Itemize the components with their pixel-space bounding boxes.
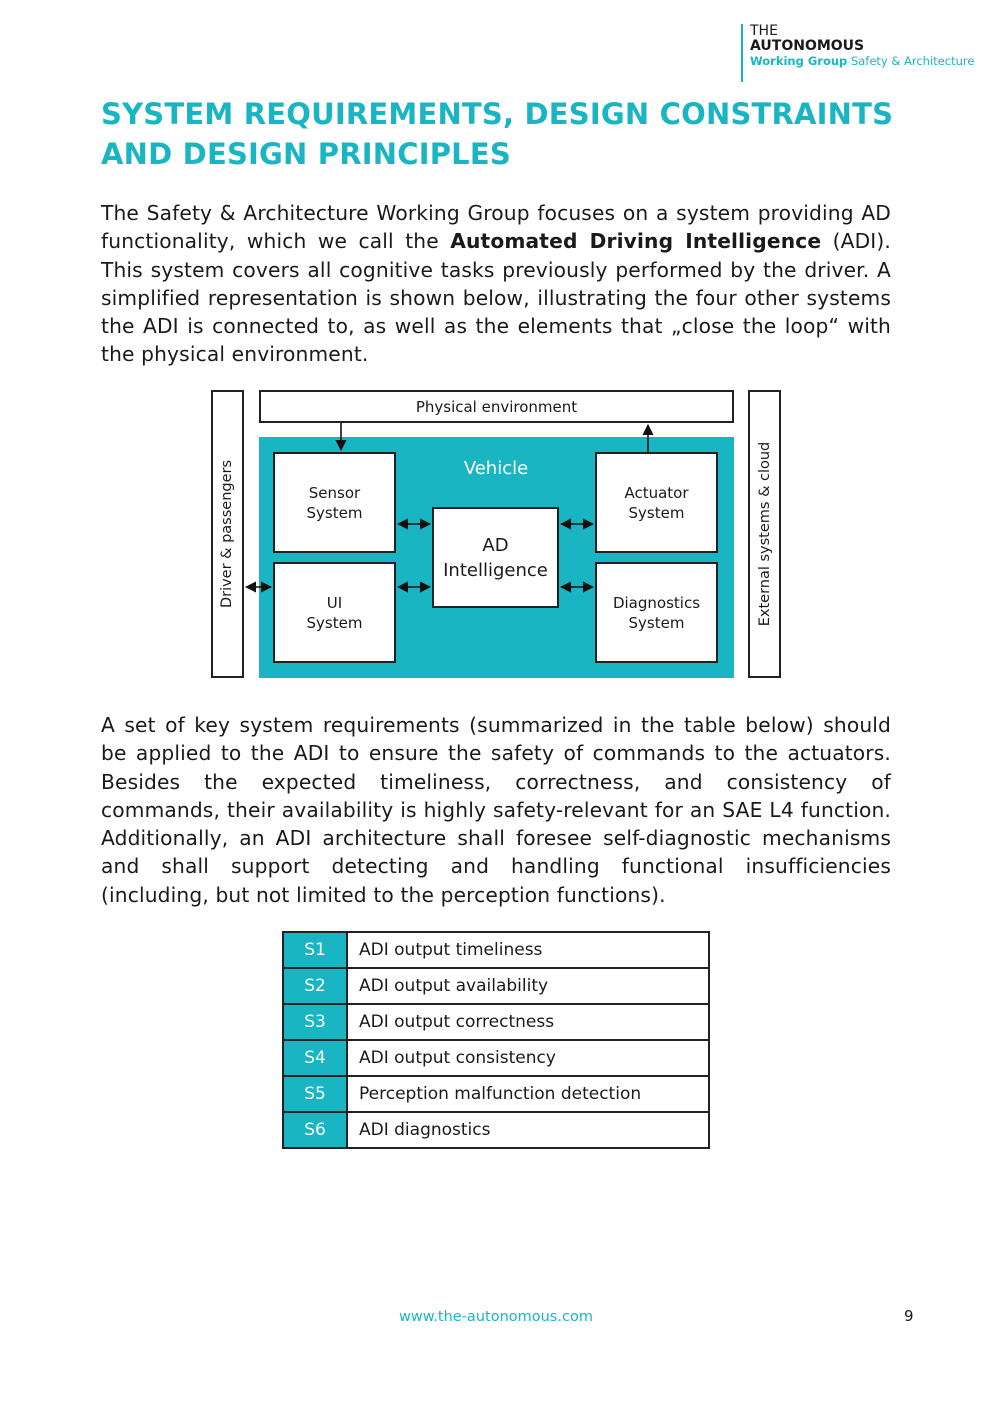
requirement-description: Perception malfunction detection [346,1075,710,1113]
logo-line-3: Working Group Safety & Architecture [750,54,974,69]
requirement-description: ADI output availability [346,967,710,1005]
requirement-code: S4 [282,1039,348,1077]
diagnostics-system-box: Diagnostics System [595,562,718,663]
intro-text-after: (ADI). This system covers all cognitive … [101,229,891,367]
page-title: SYSTEM REQUIREMENTS, DESIGN CONSTRAINTS … [101,97,894,171]
requirement-code: S2 [282,967,348,1005]
requirement-description: ADI output correctness [346,1003,710,1041]
logo-subtitle: Safety & Architecture [847,54,975,68]
requirements-paragraph: A set of key system requirements (summar… [101,713,891,907]
logo-line-1: THE [750,23,778,39]
logo: THE AUTONOMOUS Working Group Safety & Ar… [741,24,974,82]
ad-intelligence-box: AD Intelligence [432,507,559,608]
requirement-description: ADI diagnostics [346,1111,710,1149]
intro-text-before: The Safety & Architecture Working Group … [101,201,891,254]
page-number: 9 [904,1307,914,1325]
actuator-system-box: Actuator System [595,452,718,553]
external-systems-box [748,390,781,678]
requirement-code: S6 [282,1111,348,1149]
ui-system-box: UI System [273,562,396,663]
sensor-system-box: Sensor System [273,452,396,553]
architecture-diagram: Driver & passengers External systems & c… [211,390,781,678]
requirement-description: ADI output consistency [346,1039,710,1077]
requirement-code: S3 [282,1003,348,1041]
requirement-description: ADI output timeliness [346,931,710,969]
intro-bold-term: Automated Driving Intelligence [450,229,822,254]
vehicle-label: Vehicle [463,458,529,479]
diagram-arrows [244,423,654,593]
requirement-code: S1 [282,931,348,969]
logo-line-2: AUTONOMOUS [750,38,865,54]
logo-working-group: Working Group [750,54,848,68]
physical-environment-box: Physical environment [259,390,734,423]
requirement-code: S5 [282,1075,348,1113]
intro-paragraph: The Safety & Architecture Working Group … [101,199,891,369]
footer-url[interactable]: www.the-autonomous.com [399,1309,593,1325]
driver-passengers-box [211,390,244,678]
